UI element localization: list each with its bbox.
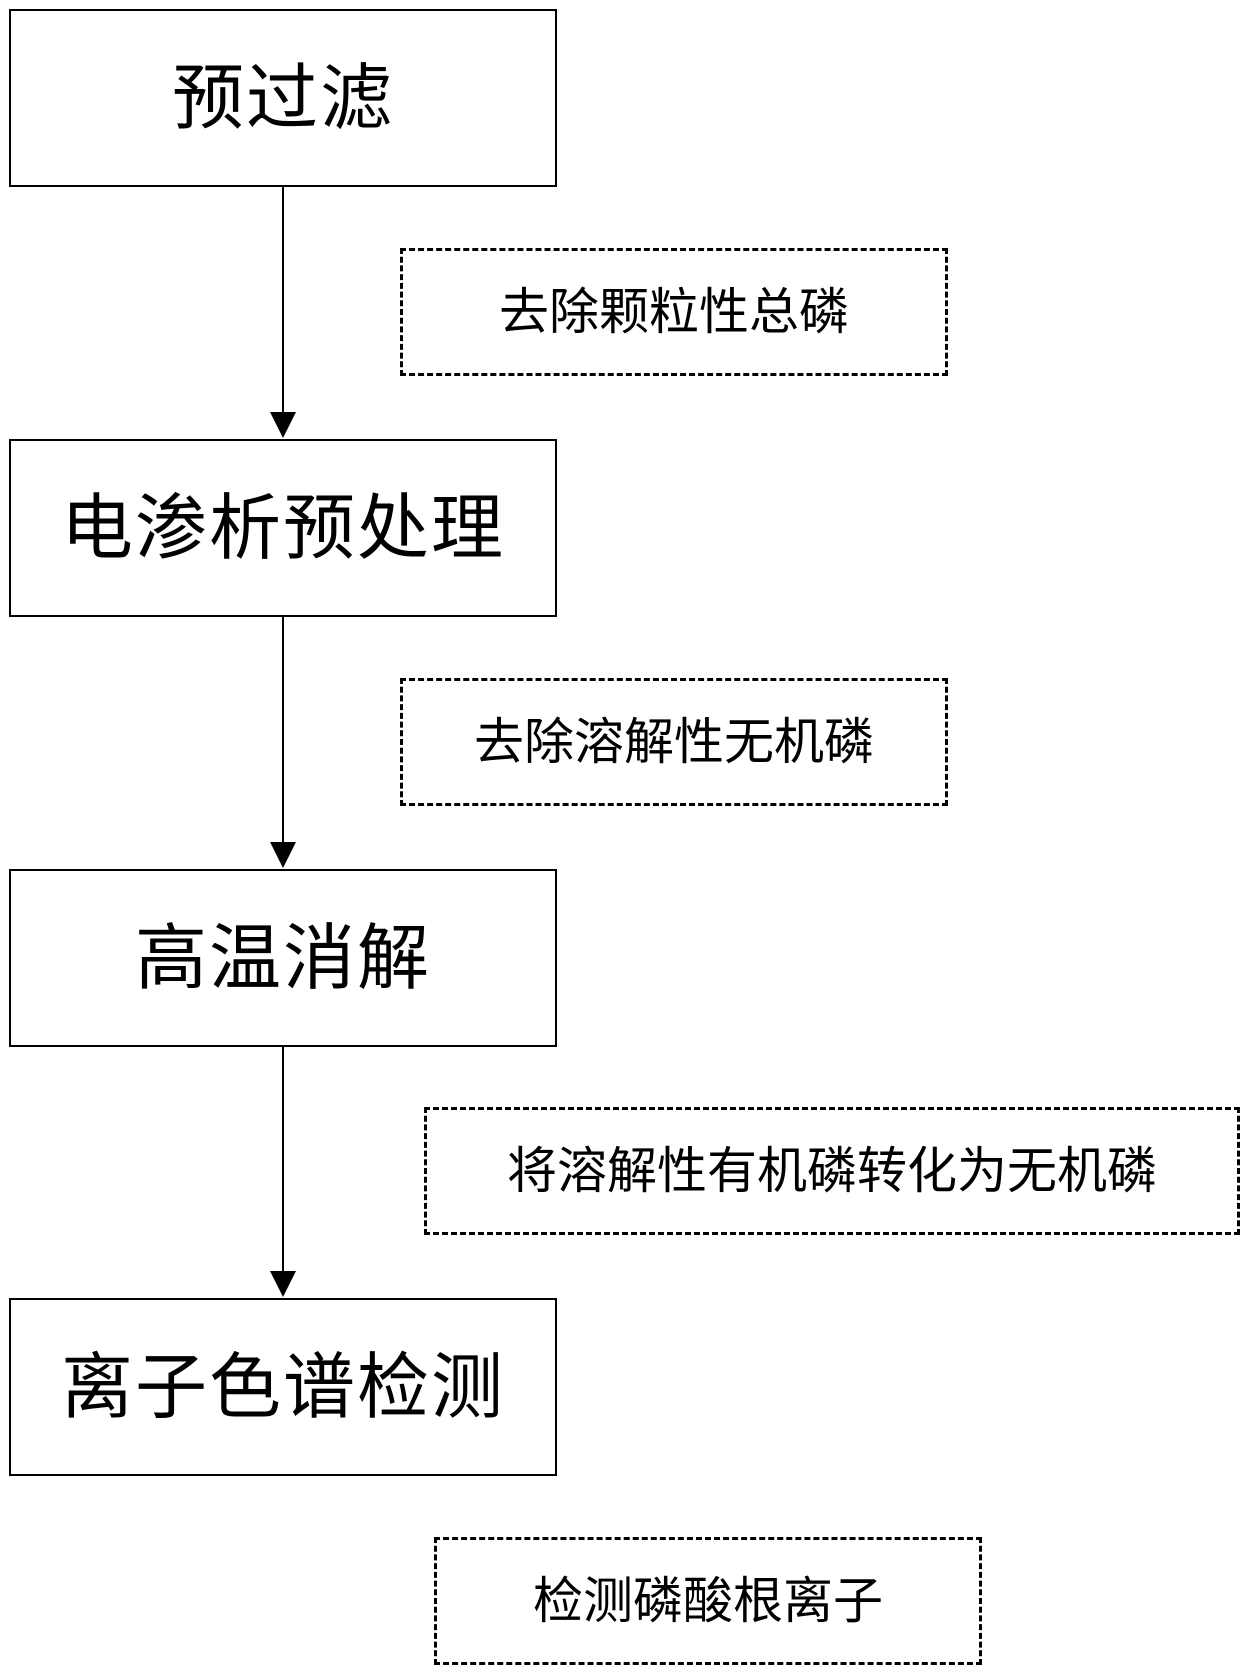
note-box-remove-dissolved-inorganic-phosphorus: 去除溶解性无机磷 bbox=[400, 678, 948, 806]
step-box-digestion: 高温消解 bbox=[9, 869, 557, 1047]
note-label-convert-organic-phosphorus: 将溶解性有机磷转化为无机磷 bbox=[507, 1142, 1157, 1200]
note-label-remove-dissolved-inorganic-phosphorus: 去除溶解性无机磷 bbox=[474, 713, 874, 771]
note-label-remove-particulate-phosphorus: 去除颗粒性总磷 bbox=[499, 283, 849, 341]
arrow-head-1 bbox=[270, 412, 296, 438]
step-box-prefilter: 预过滤 bbox=[9, 9, 557, 187]
step-label-ion-chromatography: 离子色谱检测 bbox=[60, 1345, 505, 1429]
arrow-head-2 bbox=[270, 842, 296, 868]
step-label-digestion: 高温消解 bbox=[134, 916, 431, 1000]
note-label-detect-phosphate-ions: 检测磷酸根离子 bbox=[533, 1572, 883, 1630]
connector-1 bbox=[270, 187, 296, 438]
connector-2 bbox=[270, 617, 296, 868]
note-box-remove-particulate-phosphorus: 去除颗粒性总磷 bbox=[400, 248, 948, 376]
step-label-prefilter: 预过滤 bbox=[171, 56, 394, 140]
step-label-electrodialysis: 电渗析预处理 bbox=[60, 486, 505, 570]
step-box-electrodialysis: 电渗析预处理 bbox=[9, 439, 557, 617]
connector-3 bbox=[270, 1047, 296, 1297]
note-box-detect-phosphate-ions: 检测磷酸根离子 bbox=[434, 1537, 982, 1665]
step-box-ion-chromatography: 离子色谱检测 bbox=[9, 1298, 557, 1476]
arrow-head-3 bbox=[270, 1271, 296, 1297]
note-box-convert-organic-phosphorus: 将溶解性有机磷转化为无机磷 bbox=[424, 1107, 1240, 1235]
